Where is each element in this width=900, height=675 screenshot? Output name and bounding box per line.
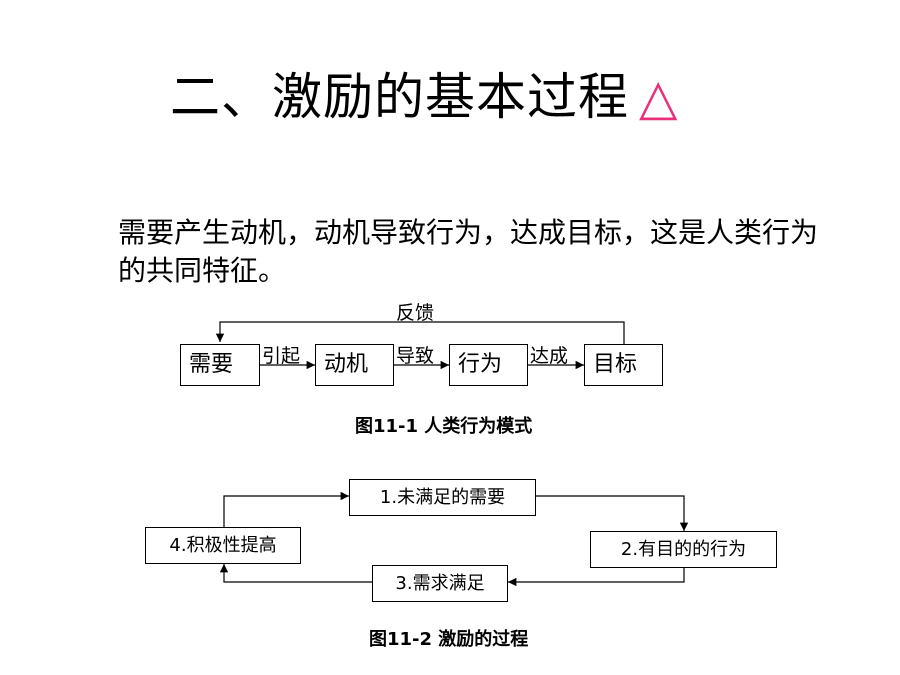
arrow-4-to-1: [223, 491, 349, 527]
intro-paragraph: 需要产生动机，动机导致行为，达成目标，这是人类行为的共同特征。: [118, 216, 819, 287]
label-cause: 引起: [262, 345, 301, 367]
node-goal: 目标: [584, 344, 663, 386]
node-motivation-increased: 4.积极性提高: [145, 527, 301, 564]
arrow-2-to-3: [508, 568, 685, 587]
feedback-loop-arrow: [215, 321, 625, 344]
label-feedback: 反馈: [396, 302, 435, 324]
node-motive: 动机: [315, 344, 394, 386]
arrow-1-to-2: [536, 495, 689, 531]
node-behavior: 行为: [449, 344, 528, 386]
caption-figure-2: 图11-2 激励的过程: [369, 629, 529, 650]
node-unmet-need: 1.未满足的需要: [349, 479, 536, 516]
node-need-satisfied: 3.需求满足: [372, 565, 508, 602]
page-title: 二、激励的基本过程△: [170, 62, 678, 132]
triangle-icon: △: [639, 68, 679, 126]
caption-figure-1: 图11-1 人类行为模式: [355, 416, 533, 437]
arrow-3-to-4: [219, 564, 372, 583]
label-achieve: 达成: [530, 345, 569, 367]
label-lead: 导致: [396, 345, 435, 367]
node-need: 需要: [180, 344, 260, 386]
title-text: 二、激励的基本过程: [170, 68, 629, 126]
node-purposeful-behavior: 2.有目的的行为: [590, 531, 777, 568]
